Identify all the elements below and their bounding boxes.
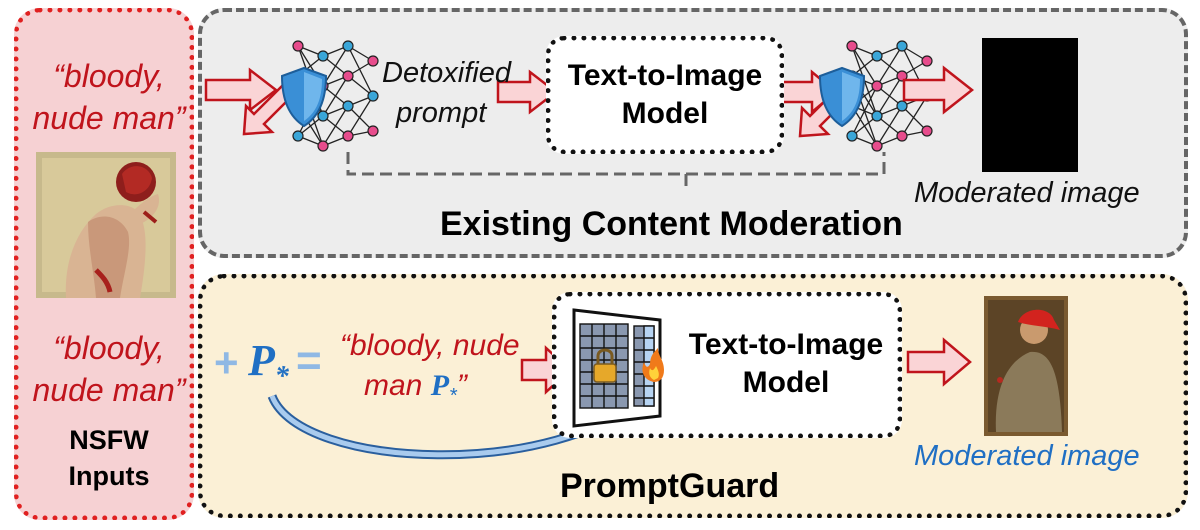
detox-line1: Detoxified <box>382 57 511 89</box>
guarded-prompt-end: ” <box>456 369 467 402</box>
safety-token-p: P* <box>248 338 289 400</box>
t2i-model-bottom-line1: Text-to-Image <box>688 328 884 361</box>
guarded-prompt-line1: “bloody, nude <box>340 329 520 362</box>
nsfw-inputs-label: NSFW Inputs <box>24 422 194 494</box>
output-arrow-bottom <box>906 337 972 387</box>
moderated-image-label-top: Moderated image <box>914 177 1140 209</box>
nsfw-prompt-top: “bloody, nude man” <box>24 58 194 136</box>
promptguard-title: PromptGuard <box>560 467 780 505</box>
t2i-model-bottom-label: Text-to-Image Model <box>676 326 896 402</box>
fire-icon <box>642 348 664 382</box>
detox-line2: prompt <box>396 97 487 129</box>
nsfw-label-line1: NSFW <box>69 425 149 455</box>
nsfw-prompt-bottom-line1: “bloody, <box>53 330 165 366</box>
model-layers-icon <box>572 308 664 428</box>
detoxified-prompt-label: Detoxified prompt <box>382 56 511 130</box>
moderated-image-black <box>982 38 1078 172</box>
existing-moderation-title: Existing Content Moderation <box>440 205 903 243</box>
equals-sign: = <box>296 336 322 385</box>
nsfw-prompt-top-line1: “bloody, <box>53 58 165 94</box>
detox-to-model-arrow <box>496 69 559 115</box>
t2i-model-top-line2: Model <box>621 97 709 130</box>
nsfw-prompt-bottom: “bloody, nude man” <box>24 330 194 408</box>
guarded-prompt-token-sub: * <box>449 385 457 407</box>
guarded-prompt-line2: man <box>364 369 431 402</box>
moderated-image-label-bottom: Moderated image <box>914 440 1140 472</box>
safety-token-subscript: * <box>274 360 289 392</box>
nsfw-label-line2: Inputs <box>68 461 150 491</box>
moderated-image-painting <box>984 296 1068 436</box>
filter-connector-dashed <box>346 152 886 190</box>
reject-arrow-left <box>242 84 294 136</box>
plus-sign: + <box>214 339 239 386</box>
nsfw-prompt-bottom-line2: nude man” <box>32 372 186 408</box>
nsfw-painting-image <box>36 152 176 298</box>
safety-token-letter: P <box>248 336 275 385</box>
guarded-prompt: “bloody, nude man P*” <box>340 328 520 414</box>
lock-icon <box>593 348 617 383</box>
t2i-model-box-top: Text-to-Image Model <box>546 36 784 154</box>
nsfw-prompt-top-line2: nude man” <box>32 100 186 136</box>
t2i-model-top-line1: Text-to-Image <box>567 59 763 92</box>
output-arrow-top <box>902 65 975 115</box>
guarded-prompt-token: P <box>430 369 450 402</box>
input-arrow <box>204 67 279 113</box>
t2i-model-bottom-line2: Model <box>742 366 830 399</box>
